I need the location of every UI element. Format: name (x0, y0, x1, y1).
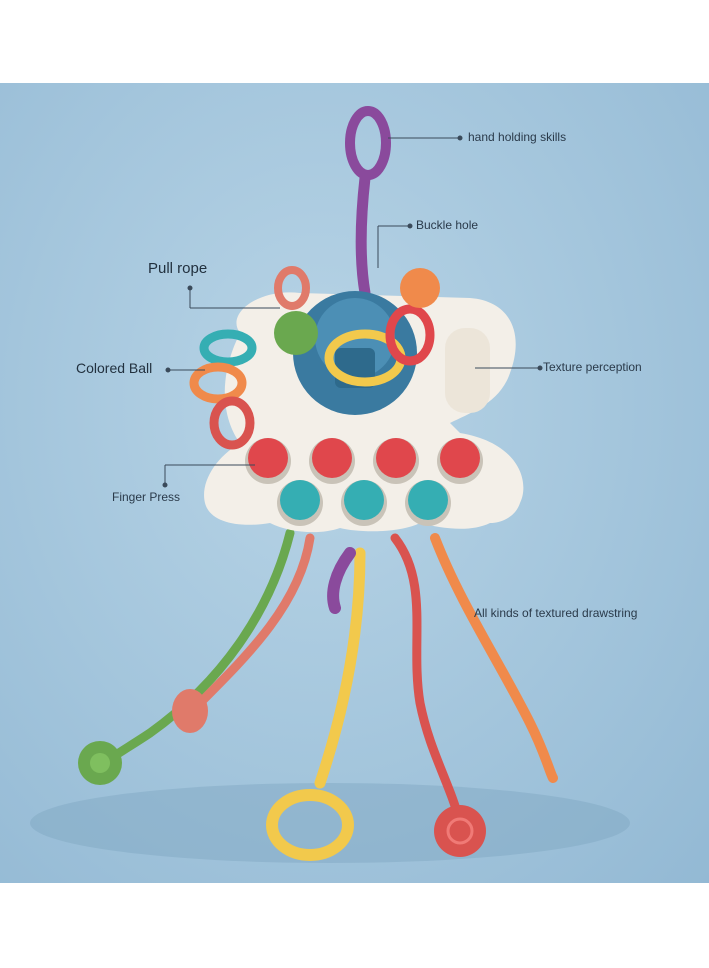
label-texture-perception: Texture perception (543, 360, 642, 374)
leader-lines (162, 135, 543, 488)
finger-press-bubbles (245, 438, 483, 526)
label-finger-press: Finger Press (112, 490, 181, 504)
green-rope (90, 528, 295, 778)
label-drawstring: All kinds of textured drawstring (474, 606, 638, 620)
texture-pad (445, 328, 490, 413)
red-rope (390, 533, 465, 828)
product-photo: hand holding skills Buckle hole Pull rop… (0, 83, 709, 883)
label-colored-ball: Colored Ball (76, 360, 153, 376)
top-purple-rope (355, 172, 371, 299)
red-disc-end (434, 805, 486, 857)
label-buckle-hole: Buckle hole (416, 218, 479, 232)
label-hand-holding: hand holding skills (468, 130, 567, 144)
orange-rope (430, 533, 558, 783)
label-pull-rope: Pull rope (148, 260, 208, 277)
purple-ring (345, 106, 391, 180)
toy-illustration (30, 106, 630, 863)
yellow-rope (314, 547, 366, 789)
yellow-ring-end (266, 789, 354, 861)
